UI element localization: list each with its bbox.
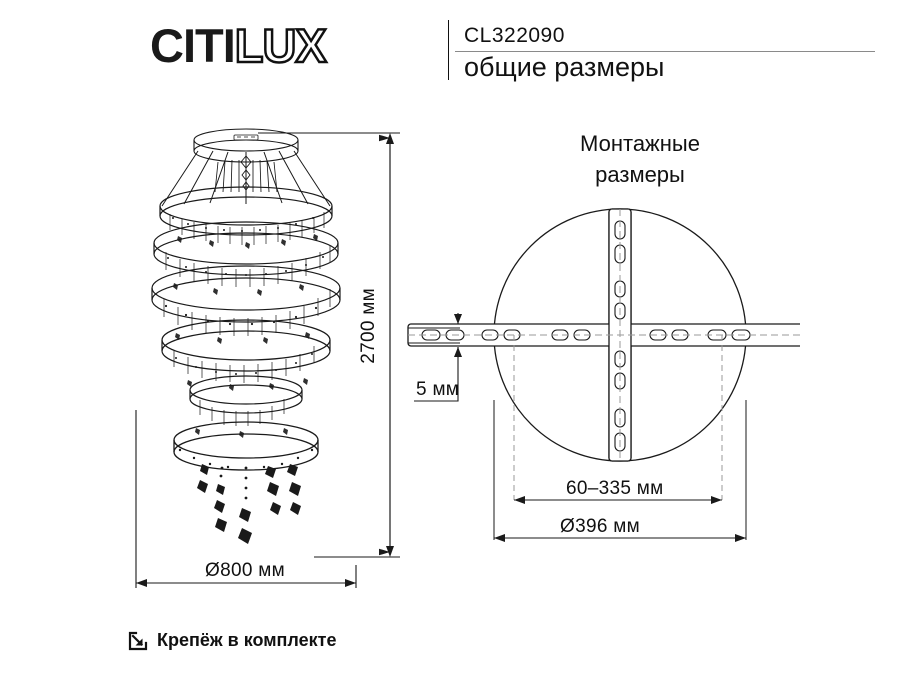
box-arrow-in-icon bbox=[128, 631, 148, 650]
brand-logo-lux: LUX bbox=[234, 19, 329, 72]
model-number: CL322090 bbox=[464, 24, 565, 47]
footer-note-label: Крепёж в комплекте bbox=[157, 630, 337, 650]
sheet-subtitle: общие размеры bbox=[464, 52, 665, 82]
footer-note: Крепёж в комплекте bbox=[128, 630, 336, 651]
brand-logo: CITILUX bbox=[150, 19, 329, 72]
dim-plate-diameter-label: Ø396 мм bbox=[560, 516, 640, 537]
crystal-texture bbox=[164, 217, 324, 470]
projection-lines bbox=[513, 335, 723, 500]
canopy bbox=[193, 128, 299, 163]
dim-thickness-label: 5 мм bbox=[416, 379, 460, 400]
diameter-extension-lines bbox=[493, 400, 747, 540]
dim-thickness-callout bbox=[408, 313, 462, 402]
left-dimension-lines bbox=[135, 132, 400, 588]
header-divider bbox=[448, 20, 449, 80]
mount-section-title-line1: Монтажные bbox=[580, 131, 700, 156]
crystal-ring-4 bbox=[161, 319, 331, 383]
product-elevation-drawing bbox=[151, 128, 341, 544]
brand-logo-citi: CITI bbox=[150, 19, 236, 72]
dim-mount-range-label: 60–335 мм bbox=[566, 478, 664, 499]
crystal-ring-6 bbox=[173, 421, 319, 471]
center-axes bbox=[408, 209, 800, 461]
crystal-ring-5 bbox=[189, 375, 303, 426]
crystal-ring-3 bbox=[151, 265, 341, 336]
dim-diameter-line bbox=[494, 534, 746, 542]
header-rule bbox=[455, 51, 875, 52]
mount-section-title-line2: размеры bbox=[595, 162, 685, 187]
dim-height-label: 2700 мм bbox=[358, 288, 379, 364]
mount-section-title: Монтажные размеры bbox=[520, 128, 760, 190]
hanging-crystal-strands bbox=[197, 464, 301, 544]
crystal-ring-1 bbox=[159, 186, 333, 245]
dim-range-line bbox=[514, 496, 722, 504]
dim-width-label: Ø800 мм bbox=[205, 560, 285, 581]
mounting-plate-drawing bbox=[407, 208, 800, 542]
